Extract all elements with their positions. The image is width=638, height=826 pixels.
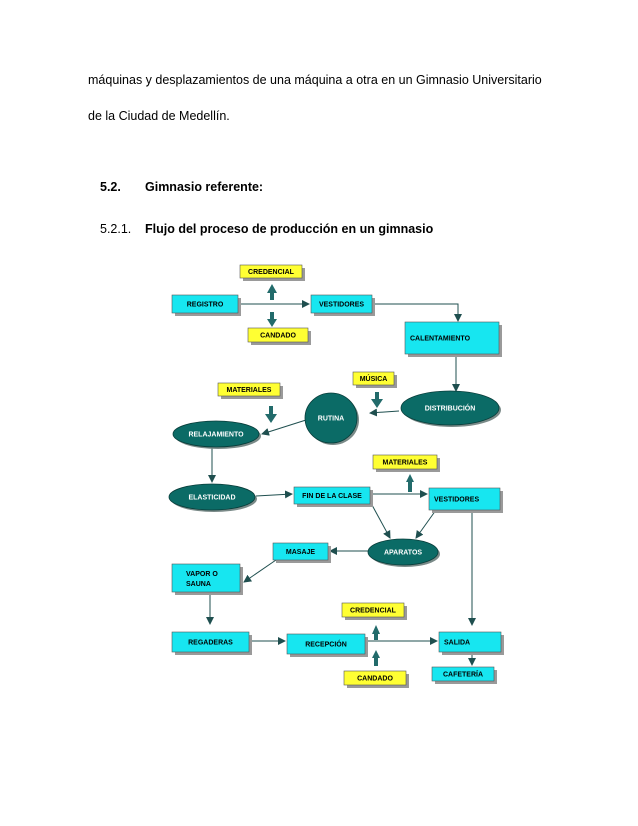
flow-connectors [206, 300, 476, 666]
node-box [343, 670, 407, 686]
node-label: ELASTICIDAD [188, 495, 235, 502]
section-number: 5.2. [100, 180, 121, 194]
node-ellipse [400, 390, 500, 426]
node-box [404, 321, 500, 355]
node-box [171, 294, 239, 314]
node-label: CREDENCIAL [248, 269, 295, 276]
node-fin-clase: FIN DE LA CLASE [293, 486, 373, 507]
node-label: CANDADO [260, 333, 296, 340]
block-arrow-credencial-bottom [372, 625, 380, 640]
node-label: REGISTRO [187, 302, 224, 309]
node-salida: SALIDA [438, 631, 504, 655]
node-recepcion: RECEPCIÓN [286, 633, 368, 657]
node-box [372, 454, 438, 470]
arrow-distribucion-rutina [369, 408, 400, 417]
arrow-vestidores-aparatos [415, 509, 437, 539]
paragraph-line-1: máquinas y desplazamientos de una máquin… [88, 73, 542, 87]
node-box [428, 487, 501, 511]
arrow-masaje-vapor [243, 559, 277, 583]
node-box [286, 633, 366, 655]
arrow-elasticidad-fin [255, 490, 293, 499]
node-vapor: VAPOR O SAUNA [171, 563, 243, 595]
node-label: CAFETERÍA [443, 670, 483, 679]
node-distribucion: DISTRIBUCIÓN [400, 390, 501, 427]
node-musica: MÚSICA [352, 371, 397, 388]
block-arrow-materiales-left [265, 406, 277, 423]
node-ellipse [367, 538, 439, 566]
node-box [217, 382, 281, 397]
arrow-vestidores-calentamiento [372, 303, 462, 322]
section-title: Gimnasio referente: [145, 180, 264, 194]
node-label: VESTIDORES [434, 497, 479, 504]
block-arrow-candado-top [267, 312, 277, 327]
node-box [341, 602, 405, 618]
node-label: APARATOS [384, 550, 422, 557]
node-ellipse [168, 483, 256, 511]
node-label: RECEPCIÓN [305, 640, 347, 649]
node-box [352, 371, 395, 386]
node-label: MASAJE [286, 549, 316, 556]
node-box [438, 631, 502, 653]
arrow-rutina-relajamiento [261, 419, 307, 436]
arrow-fin-aparatos [371, 504, 391, 539]
node-credencial-top: CREDENCIAL [239, 264, 305, 281]
block-arrow-materiales-right [406, 474, 414, 492]
node-label: CREDENCIAL [350, 608, 397, 615]
node-credencial-bottom: CREDENCIAL [341, 602, 407, 620]
paragraph-line-2: de la Ciudad de Medellín. [88, 109, 230, 123]
node-ellipse [304, 392, 358, 444]
node-label: RUTINA [318, 416, 344, 423]
node-aparatos: APARATOS [367, 538, 440, 567]
block-arrow-credencial-top [267, 284, 277, 300]
node-label: CALENTAMIENTO [410, 336, 471, 343]
node-materiales-right: MATERIALES [372, 454, 440, 472]
node-relajamiento: RELAJAMIENTO [172, 420, 261, 449]
node-cafeteria: CAFETERÍA [431, 666, 497, 684]
node-label: VAPOR O [186, 571, 218, 578]
node-label: FIN DE LA CLASE [302, 493, 362, 500]
node-label: MATERIALES [227, 387, 272, 394]
node-vestidores-top: VESTIDORES [310, 294, 375, 316]
node-box [247, 327, 309, 343]
node-candado-top: CANDADO [247, 327, 311, 345]
block-arrows [265, 284, 414, 666]
node-rutina: RUTINA [304, 392, 359, 445]
node-box [171, 631, 250, 653]
node-label: SAUNA [186, 581, 211, 588]
node-box [272, 542, 329, 561]
subsection-title: Flujo del proceso de producción en un gi… [145, 222, 434, 236]
node-label: MATERIALES [383, 460, 428, 467]
node-materiales-left: MATERIALES [217, 382, 283, 399]
node-elasticidad: ELASTICIDAD [168, 483, 257, 512]
node-masaje: MASAJE [272, 542, 331, 563]
block-arrow-candado-bottom [372, 650, 380, 666]
node-label: DISTRIBUCIÓN [425, 404, 476, 413]
node-box [431, 666, 495, 682]
node-label: CANDADO [357, 676, 393, 683]
node-box [239, 264, 303, 279]
node-calentamiento: CALENTAMIENTO [404, 321, 502, 357]
node-label: VESTIDORES [319, 302, 364, 309]
node-label: REGADERAS [188, 640, 233, 647]
block-arrow-musica [371, 392, 383, 408]
node-label: MÚSICA [360, 374, 388, 383]
node-regaderas: REGADERAS [171, 631, 252, 655]
node-candado-bottom: CANDADO [343, 670, 409, 688]
node-ellipse [172, 420, 260, 448]
node-vestidores-mid: VESTIDORES [428, 487, 503, 513]
node-label: RELAJAMIENTO [188, 432, 244, 439]
subsection-number: 5.2.1. [100, 222, 132, 236]
node-label: SALIDA [444, 640, 470, 647]
node-box [293, 486, 371, 505]
node-registro: REGISTRO [171, 294, 241, 316]
node-box [171, 563, 241, 593]
node-box [310, 294, 373, 314]
